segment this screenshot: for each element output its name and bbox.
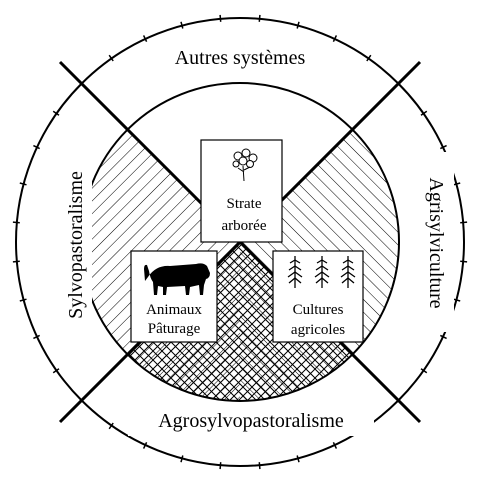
ring-tick (460, 261, 467, 262)
label-autres-systemes: Autres systèmes (175, 47, 306, 69)
animals-label-line2: Pâturage (148, 321, 201, 337)
crops-label-line1: Cultures (293, 302, 344, 318)
ring-tick (20, 299, 27, 301)
box-cultures-agricoles: Cultures agricoles (273, 251, 363, 342)
ring-tick (220, 15, 221, 22)
animals-label-line1: Animaux (146, 302, 202, 318)
label-agrosylvopastoralisme: Agrosylvopastoralisme (158, 410, 344, 432)
ring-tick (259, 15, 260, 22)
ring-tick (181, 22, 183, 29)
ring-tick (297, 22, 299, 29)
ring-tick (460, 222, 467, 223)
ring-tick (259, 462, 260, 469)
ring-tick (454, 299, 461, 301)
trees-label-line2: arborée (222, 218, 267, 234)
box-animaux-paturage: Animaux Pâturage (131, 251, 217, 342)
label-agrisylviculture: Agrisylviculture (425, 177, 447, 308)
ring-tick (220, 462, 221, 469)
box-strate-arboree: Strate arborée (201, 140, 282, 242)
ring-tick (13, 222, 20, 223)
crops-label-line2: agricoles (291, 322, 345, 338)
label-sylvopastoralisme: Sylvopastoralisme (65, 171, 87, 319)
ring-tick (297, 456, 299, 463)
ring-tick (20, 183, 27, 185)
ring-tick (454, 183, 461, 185)
ring-tick (13, 261, 20, 262)
ring-tick (181, 456, 183, 463)
trees-label-line1: Strate (227, 196, 262, 212)
